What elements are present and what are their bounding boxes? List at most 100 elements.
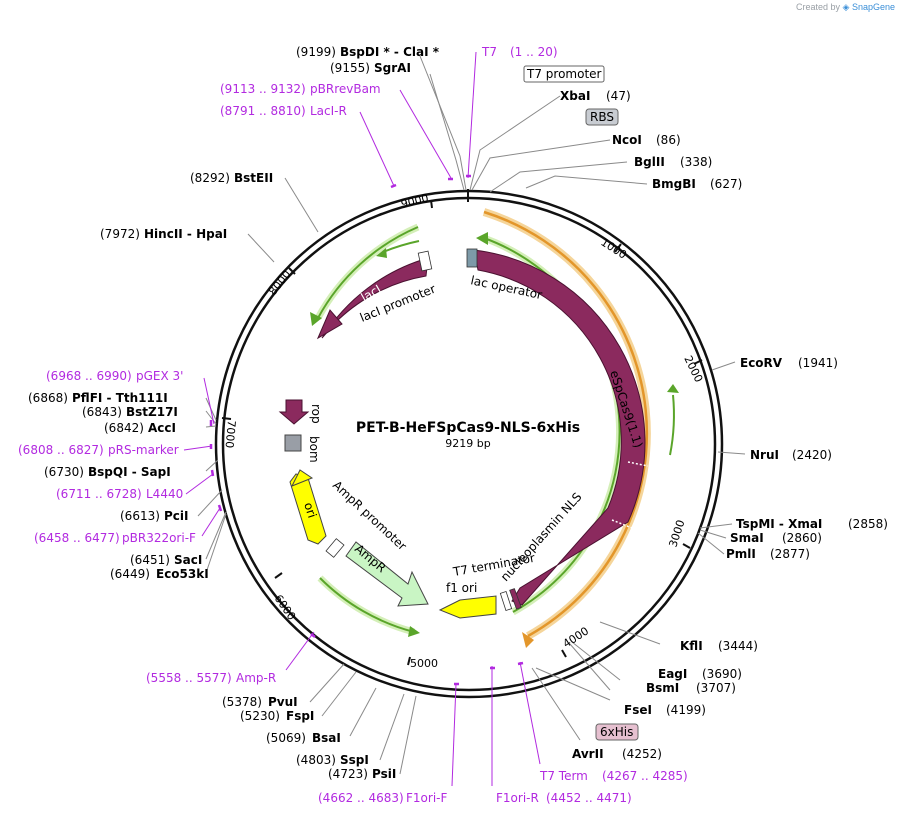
his-box[interactable] — [595, 723, 639, 741]
site-pos: (6842) — [104, 421, 144, 435]
primer-label[interactable]: pRS-marker — [108, 443, 179, 457]
ruler-tick-marks — [221, 189, 703, 666]
site-pos: (9155) — [330, 61, 370, 75]
site-label[interactable]: BspQI - SapI — [88, 465, 171, 479]
site-label[interactable]: BspDI * - ClaI * — [340, 45, 440, 59]
laci-promoter-feature[interactable] — [417, 250, 433, 272]
site-label[interactable]: SgrAI — [374, 61, 411, 75]
site-pos: (4199) — [666, 703, 706, 717]
site-label[interactable]: AccI — [148, 421, 176, 435]
ruler-1000: 1000 — [598, 236, 629, 262]
green-arc-ampr — [319, 577, 415, 633]
site-label[interactable]: EcoRV — [740, 356, 783, 370]
site-pos: (2860) — [782, 531, 822, 545]
primer-label[interactable]: Amp-R — [236, 671, 276, 685]
rop-feature[interactable] — [278, 399, 310, 425]
ampr-promoter-feature[interactable] — [325, 538, 345, 558]
site-pos: (47) — [606, 89, 631, 103]
cas9-segment-divider-2 — [627, 461, 649, 467]
bom-feature[interactable] — [284, 434, 302, 452]
site-pos: (3690) — [702, 667, 742, 681]
f1-ori-feature[interactable] — [438, 595, 497, 619]
site-label[interactable]: BmgBI — [652, 177, 696, 191]
green-arc-laci — [317, 226, 419, 319]
label-f1-ori: f1 ori — [446, 581, 477, 595]
primer-label[interactable]: T7 Term — [539, 769, 588, 783]
t7-terminator-feature[interactable] — [499, 591, 513, 611]
laci-arrowhead — [316, 309, 343, 340]
label-ampr-promoter: AmpR promoter — [330, 478, 409, 553]
site-label[interactable]: HincII - HpaI — [144, 227, 227, 241]
primer-marks — [209, 174, 524, 686]
laci-feature[interactable] — [321, 257, 429, 339]
primer-range: (4452 .. 4471) — [546, 791, 632, 805]
site-label[interactable]: XbaI — [560, 89, 590, 103]
site-label[interactable]: PflFI - Tth111I — [72, 391, 168, 405]
site-pos: (2858) — [848, 517, 888, 531]
snapgene-credit: Created by ◈ SnapGene — [796, 2, 895, 13]
site-label[interactable]: NcoI — [612, 133, 642, 147]
site-label[interactable]: FseI — [624, 703, 652, 717]
primer-label[interactable]: T7 — [481, 45, 497, 59]
snapgene-logo-icon: ◈ — [842, 2, 850, 12]
primer-label[interactable]: pBRrevBam — [310, 82, 381, 96]
site-pos: (6613) — [120, 509, 160, 523]
site-pos: (1941) — [798, 356, 838, 370]
ruler-5000: 5000 — [410, 657, 438, 670]
ampr-feature[interactable] — [345, 541, 429, 607]
his-tag-feature[interactable] — [509, 588, 522, 610]
primer-label[interactable]: LacI-R — [310, 104, 347, 118]
green-arrowhead-small — [376, 248, 387, 258]
primer-range: (5558 .. 5577) — [146, 671, 232, 685]
primer-range: (1 .. 20) — [510, 45, 558, 59]
site-pos: (2877) — [770, 547, 810, 561]
rbs-label: RBS — [590, 110, 614, 124]
primer-label[interactable]: L4440 — [146, 487, 183, 501]
site-pos: (338) — [680, 155, 712, 169]
site-pos: (3707) — [696, 681, 736, 695]
primer-range: (6458 .. 6477) — [34, 531, 120, 545]
site-labels: (9199) BspDI * - ClaI * (9155) SgrAI Xba… — [28, 45, 888, 781]
site-label[interactable]: BsaI — [312, 731, 341, 745]
site-label[interactable]: SspI — [340, 753, 369, 767]
t7-promoter-box[interactable] — [523, 65, 605, 83]
site-label[interactable]: FspI — [286, 709, 314, 723]
site-label[interactable]: SmaI — [730, 531, 764, 545]
site-label[interactable]: BglII — [634, 155, 665, 169]
site-label[interactable]: PciI — [164, 509, 189, 523]
label-nls: nucleoplasmin NLS — [498, 490, 585, 584]
site-label[interactable]: AvrII — [572, 747, 604, 761]
site-label[interactable]: PmlI — [726, 547, 756, 561]
site-pos: (3444) — [718, 639, 758, 653]
rbs-box[interactable] — [585, 108, 619, 126]
primer-label[interactable]: pGEX 3' — [136, 369, 183, 383]
site-pos: (2420) — [792, 448, 832, 462]
site-label[interactable]: BstEII — [234, 171, 273, 185]
lac-operator-feature[interactable] — [466, 248, 478, 268]
site-label[interactable]: SacI — [174, 553, 202, 567]
green-arrowhead-laci — [310, 312, 322, 326]
cas9-feature[interactable] — [473, 249, 646, 606]
site-label[interactable]: Eco53kI — [156, 567, 209, 581]
site-pos: (6843) — [82, 405, 122, 419]
site-label[interactable]: BsmI — [646, 681, 679, 695]
site-label[interactable]: PsiI — [372, 767, 396, 781]
site-label[interactable]: TspMI - XmaI — [736, 517, 822, 531]
primer-range: (9113 .. 9132) — [220, 82, 306, 96]
primer-label[interactable]: pBR322ori-F — [122, 531, 196, 545]
site-pos: (6451) — [130, 553, 170, 567]
site-label[interactable]: NruI — [750, 448, 779, 462]
primer-labels: T7 (1 .. 20) (9113 .. 9132) pBRrevBam (8… — [18, 45, 688, 805]
site-pos: (627) — [710, 177, 742, 191]
site-label[interactable]: EagI — [658, 667, 687, 681]
primer-label[interactable]: F1ori-F — [406, 791, 447, 805]
site-label[interactable]: KflI — [680, 639, 703, 653]
green-arc-short — [669, 394, 675, 456]
primer-label[interactable]: F1ori-R — [496, 791, 539, 805]
site-label[interactable]: PvuI — [268, 695, 298, 709]
site-pos: (4723) — [328, 767, 368, 781]
site-label[interactable]: BstZ17I — [126, 405, 178, 419]
map-length: 9219 bp — [445, 437, 490, 450]
map-title: PET-B-HeFSpCas9-NLS-6xHis — [356, 420, 580, 436]
primer-range: (6808 .. 6827) — [18, 443, 104, 457]
